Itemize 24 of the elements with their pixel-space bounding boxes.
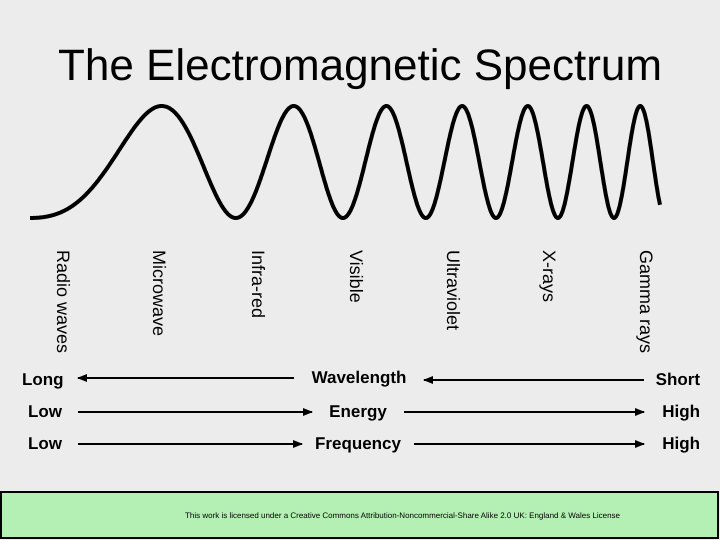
- band-label: Ultraviolet: [442, 250, 464, 330]
- node-text: High: [650, 432, 700, 456]
- arrow: [78, 440, 303, 448]
- arrow: [78, 408, 313, 416]
- license-text: This work is licensed under a Creative Commons Attribution-Noncommercial-Share Alike 2.0 UK: England & Wales License: [185, 511, 620, 521]
- node-text: Low: [28, 400, 72, 424]
- node-text: Frequency: [308, 432, 408, 456]
- band-label: Radio waves: [52, 250, 74, 354]
- arrow: [423, 376, 644, 384]
- arrow: [404, 408, 645, 416]
- band-label: X-rays: [538, 250, 560, 302]
- band-label: Microwave: [148, 250, 170, 336]
- band-label: Gamma rays: [635, 250, 657, 354]
- node-text: Long: [22, 368, 72, 392]
- arrow: [77, 374, 294, 382]
- node-text: Low: [28, 432, 72, 456]
- node-text: Energy: [318, 400, 398, 424]
- title: The Electromagnetic Spectrum: [56, 40, 664, 92]
- band-label: Infra-red: [247, 250, 269, 318]
- node-text: Short: [650, 368, 700, 392]
- band-label: Visible: [345, 250, 367, 303]
- node-text: Wavelength: [300, 366, 418, 390]
- arrow: [414, 440, 645, 448]
- node-text: High: [650, 400, 700, 424]
